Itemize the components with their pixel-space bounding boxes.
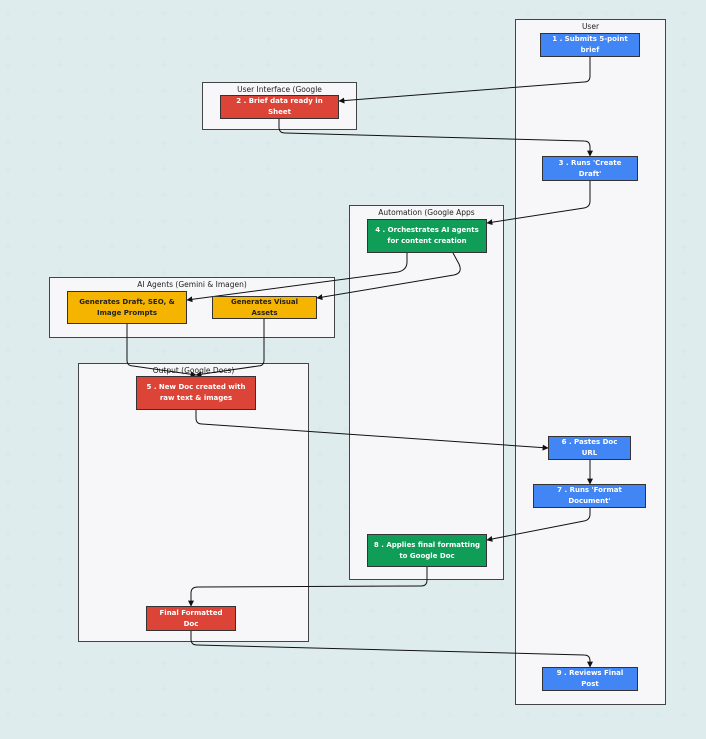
edge-8-to-final (188, 567, 428, 607)
lane-automation-title: Automation (Google Apps (378, 208, 475, 217)
node-applies-final-formatting: 8 . Applies final formatting to Google D… (367, 534, 487, 567)
edge-gen-draft-to-5 (126, 324, 197, 378)
node-orchestrates-line-1: 4 . Orchestrates AI agents (375, 226, 479, 234)
node-brief-data-ready-label: 2 . Brief data ready in Sheet (236, 97, 323, 116)
lane-output-title: Output (Google Docs) (152, 366, 235, 375)
node-generates-visual-assets: Generates Visual Assets (212, 296, 317, 319)
node-submit-brief: 1 . Submits 5-point brief (540, 33, 640, 57)
node-applies-line-1: 8 . Applies final formatting (373, 540, 481, 549)
node-submit-brief-label: 1 . Submits 5-point brief (552, 35, 628, 54)
node-generates-visual-label: Generates Visual Assets (230, 297, 299, 317)
node-pastes-doc-url-label: 6 . Pastes Doc URL (561, 438, 618, 457)
edge-5-to-6 (195, 410, 549, 451)
edge-2-to-3 (278, 119, 593, 157)
edge-1-to-2 (338, 57, 591, 104)
lane-ai-agents-title: AI Agents (Gemini & Imagen) (137, 280, 247, 289)
node-pastes-doc-url: 6 . Pastes Doc URL (548, 436, 631, 460)
node-runs-format-document-label: 7 . Runs 'Format Document' (557, 486, 622, 505)
node-generates-draft-line-2: Image Prompts (96, 308, 158, 317)
node-new-doc-line-1: 5 . New Doc created with (146, 383, 246, 391)
edge-7-to-8 (486, 508, 591, 542)
edge-final-to-9 (190, 631, 593, 668)
node-generates-draft-seo: Generates Draft, SEO, & Image Prompts (67, 291, 187, 324)
node-applies-line-2: to Google Doc (399, 551, 455, 560)
lane-user-title: User (581, 22, 600, 31)
edge-4-to-gen-draft (186, 253, 408, 303)
node-runs-format-document: 7 . Runs 'Format Document' (533, 484, 646, 508)
edge-gen-visual-to-5 (195, 319, 265, 378)
node-brief-data-ready: 2 . Brief data ready in Sheet (220, 95, 339, 119)
lane-user-interface-title: User Interface (Google (237, 85, 322, 94)
node-new-doc-line-2: raw text & images (159, 394, 233, 402)
lane-user: User (515, 19, 666, 705)
node-reviews-final-post-label: 9 . Reviews Final Post (556, 669, 624, 688)
node-generates-draft-line-1: Generates Draft, SEO, & (79, 297, 175, 306)
edge-3-to-4 (486, 181, 591, 226)
node-orchestrates-line-2: for content creation (387, 237, 467, 245)
node-new-doc-created: 5 . New Doc created with raw text & imag… (136, 376, 256, 410)
lane-automation: Automation (Google Apps (349, 205, 504, 580)
node-orchestrates-ai-agents: 4 . Orchestrates AI agents for content c… (367, 219, 487, 253)
node-final-formatted-doc: Final Formatted Doc (146, 606, 236, 631)
node-reviews-final-post: 9 . Reviews Final Post (542, 667, 638, 691)
node-final-formatted-doc-label: Final Formatted Doc (159, 608, 223, 628)
edge-4-to-gen-visual (316, 252, 461, 301)
node-runs-create-draft: 3 . Runs 'Create Draft' (542, 156, 638, 181)
node-runs-create-draft-label: 3 . Runs 'Create Draft' (558, 158, 622, 178)
